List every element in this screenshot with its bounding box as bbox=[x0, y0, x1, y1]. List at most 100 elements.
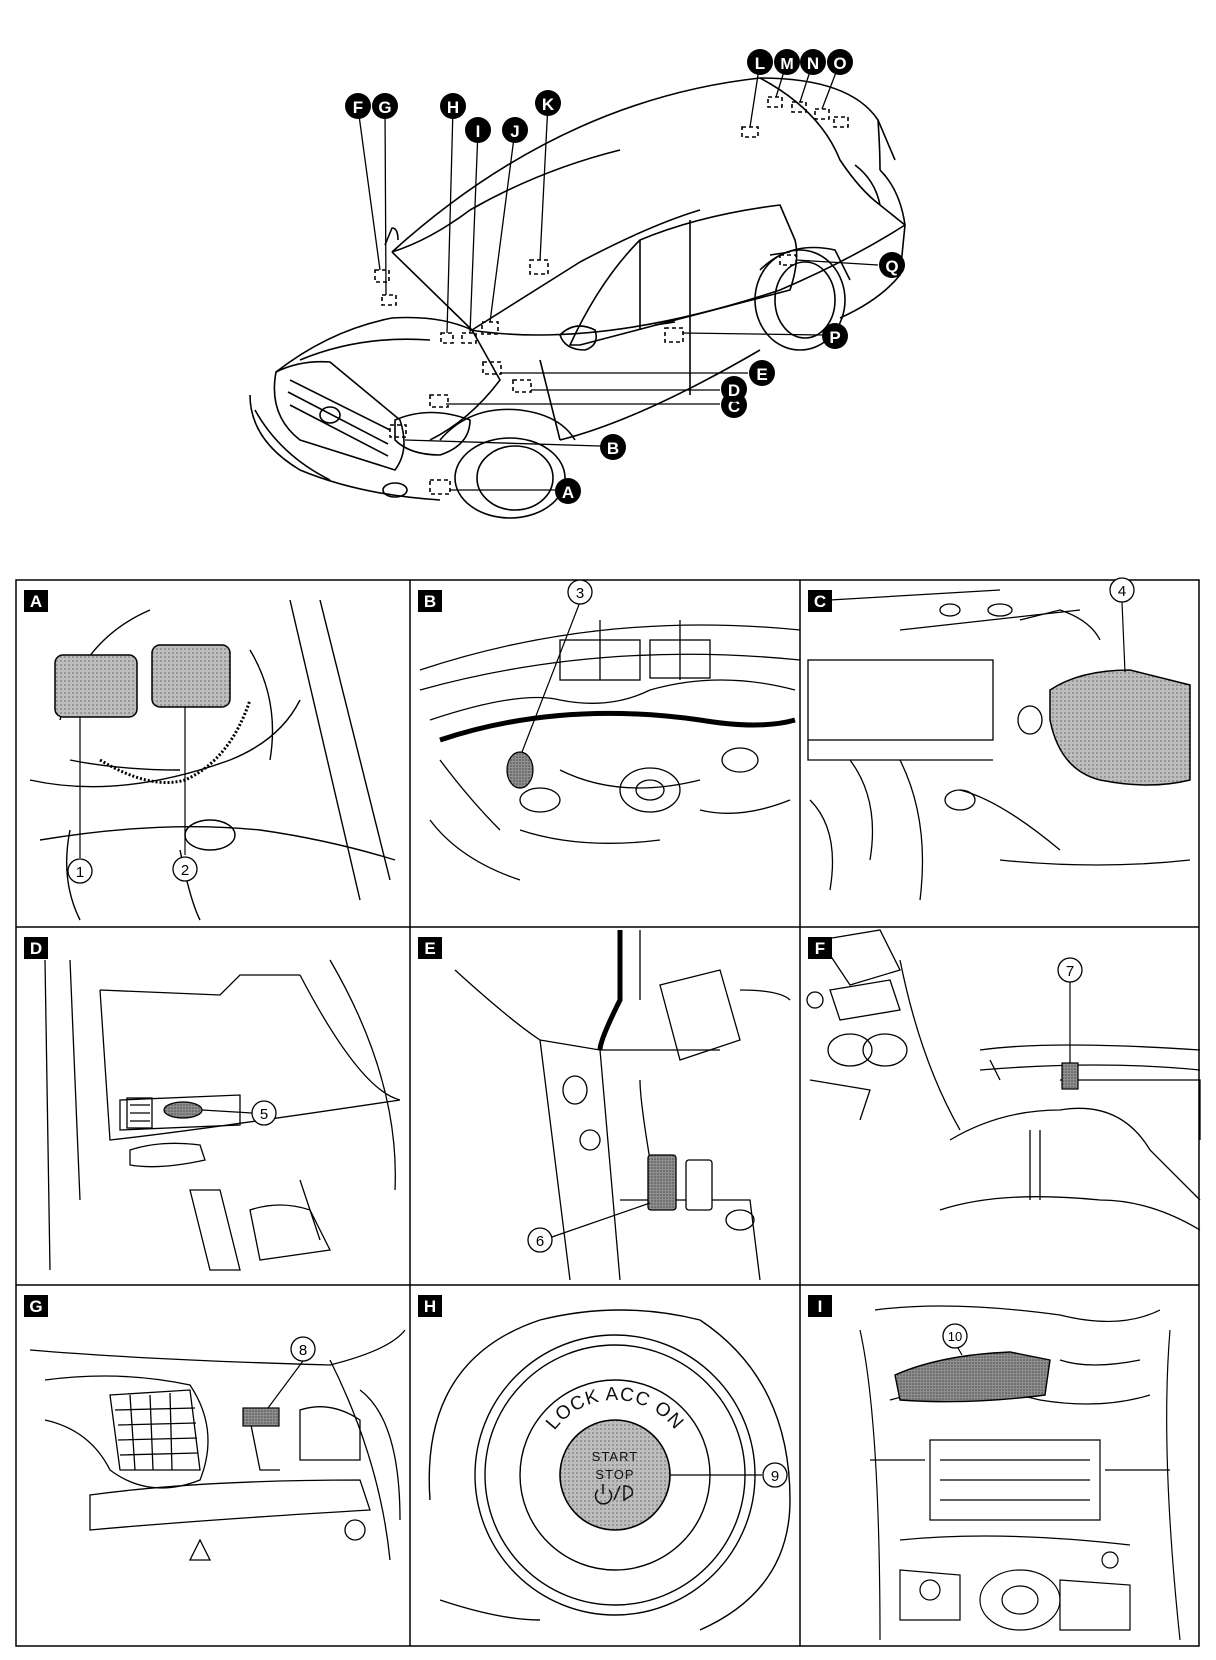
callout-l: L bbox=[747, 49, 773, 75]
panel-e: 6 E bbox=[418, 930, 791, 1281]
panel-g: 8 G bbox=[24, 1295, 406, 1561]
panel-d: 5 D bbox=[24, 937, 401, 1271]
component-4-shape bbox=[1049, 669, 1191, 786]
svg-text:H: H bbox=[424, 1297, 436, 1316]
panel-letter-e: E bbox=[418, 937, 442, 959]
svg-text:F: F bbox=[815, 939, 825, 958]
component-7-shape bbox=[1061, 1062, 1079, 1090]
part-number-8: 8 bbox=[290, 1336, 316, 1362]
svg-text:L: L bbox=[755, 54, 765, 73]
callout-p: P bbox=[822, 323, 848, 349]
svg-text:E: E bbox=[756, 365, 767, 384]
svg-text:A: A bbox=[30, 592, 42, 611]
switch-stop-label: STOP bbox=[595, 1467, 634, 1482]
svg-text:G: G bbox=[378, 98, 391, 117]
detail-grid bbox=[15, 579, 1200, 1647]
panel-b: 3 B bbox=[418, 579, 801, 881]
panel-f: 7 F bbox=[806, 929, 1201, 1231]
svg-text:2: 2 bbox=[181, 862, 189, 879]
part-number-9: 9 bbox=[762, 1462, 788, 1488]
callout-k: K bbox=[535, 90, 561, 116]
svg-text:3: 3 bbox=[576, 585, 584, 602]
svg-text:8: 8 bbox=[299, 1342, 307, 1359]
panel-i: 10 I bbox=[808, 1295, 1181, 1641]
power-symbol-icon bbox=[594, 1484, 634, 1505]
svg-text:J: J bbox=[510, 122, 519, 141]
svg-text:G: G bbox=[29, 1297, 42, 1316]
component-3-shape bbox=[506, 751, 534, 789]
callout-f: F bbox=[345, 93, 371, 119]
svg-text:6: 6 bbox=[536, 1233, 544, 1250]
svg-text:A: A bbox=[562, 483, 574, 502]
callout-g: G bbox=[372, 93, 398, 119]
svg-text:C: C bbox=[728, 397, 740, 416]
panel-letter-h: H bbox=[418, 1295, 442, 1317]
panel-letter-i: I bbox=[808, 1295, 832, 1317]
svg-text:F: F bbox=[353, 98, 363, 117]
svg-text:E: E bbox=[424, 939, 435, 958]
panel-letter-b: B bbox=[418, 590, 442, 612]
svg-text:D: D bbox=[30, 939, 42, 958]
part-number-1: 1 bbox=[67, 858, 93, 884]
callout-j: J bbox=[502, 117, 528, 143]
component-1-shape bbox=[54, 654, 138, 718]
svg-text:K: K bbox=[542, 95, 555, 114]
callout-e: E bbox=[749, 360, 775, 386]
leader-lines bbox=[357, 61, 879, 491]
part-number-2: 2 bbox=[172, 856, 198, 882]
part-number-4: 4 bbox=[1109, 577, 1135, 603]
adjacent-connector-shape bbox=[685, 1159, 713, 1211]
svg-text:I: I bbox=[818, 1297, 823, 1316]
part-number-5: 5 bbox=[251, 1100, 277, 1126]
part-number-3: 3 bbox=[567, 579, 593, 605]
locator-boxes bbox=[374, 96, 849, 495]
callout-m: M bbox=[774, 49, 800, 75]
callout-i: I bbox=[465, 117, 491, 143]
panel-letter-d: D bbox=[24, 937, 48, 959]
part-number-6: 6 bbox=[527, 1227, 553, 1253]
svg-text:Q: Q bbox=[885, 257, 898, 276]
svg-text:N: N bbox=[807, 54, 819, 73]
svg-text:M: M bbox=[780, 56, 793, 73]
component-2-shape bbox=[151, 644, 231, 708]
panel-letter-a: A bbox=[24, 590, 48, 612]
svg-text:P: P bbox=[829, 328, 840, 347]
panel-a: 1 2 A bbox=[24, 590, 396, 921]
panel-letter-f: F bbox=[808, 937, 832, 959]
svg-text:5: 5 bbox=[260, 1106, 268, 1123]
svg-text:O: O bbox=[833, 54, 846, 73]
svg-text:C: C bbox=[814, 592, 826, 611]
callout-h: H bbox=[440, 93, 466, 119]
svg-text:I: I bbox=[476, 122, 481, 141]
svg-text:10: 10 bbox=[948, 1329, 962, 1344]
overview-callouts: A B C D E F G H I J K L M N O P Q bbox=[345, 49, 905, 504]
component-5-shape bbox=[163, 1101, 203, 1119]
callout-n: N bbox=[800, 49, 826, 75]
component-8-shape bbox=[242, 1407, 280, 1427]
component-6-shape bbox=[647, 1154, 677, 1211]
svg-text:9: 9 bbox=[771, 1468, 779, 1485]
panel-letter-c: C bbox=[808, 590, 832, 612]
panel-h: LOCK ACC ON START STOP 9 H bbox=[418, 1295, 791, 1631]
panel-letter-g: G bbox=[24, 1295, 48, 1317]
svg-text:B: B bbox=[424, 592, 436, 611]
callout-d: D bbox=[721, 376, 747, 402]
callout-b: B bbox=[600, 434, 626, 460]
panel-c: 4 C bbox=[807, 577, 1191, 901]
part-number-10: 10 bbox=[942, 1323, 968, 1349]
part-number-7: 7 bbox=[1057, 957, 1083, 983]
svg-text:1: 1 bbox=[76, 864, 84, 881]
svg-text:7: 7 bbox=[1066, 963, 1074, 980]
callout-a: A bbox=[555, 478, 581, 504]
svg-text:4: 4 bbox=[1118, 583, 1126, 600]
svg-text:D: D bbox=[728, 381, 740, 400]
callout-q: Q bbox=[879, 252, 905, 278]
car-overview bbox=[249, 77, 906, 519]
svg-text:H: H bbox=[447, 98, 459, 117]
component-10-shape bbox=[894, 1351, 1051, 1403]
svg-text:B: B bbox=[607, 439, 619, 458]
callout-o: O bbox=[827, 49, 853, 75]
switch-start-label: START bbox=[592, 1449, 638, 1464]
